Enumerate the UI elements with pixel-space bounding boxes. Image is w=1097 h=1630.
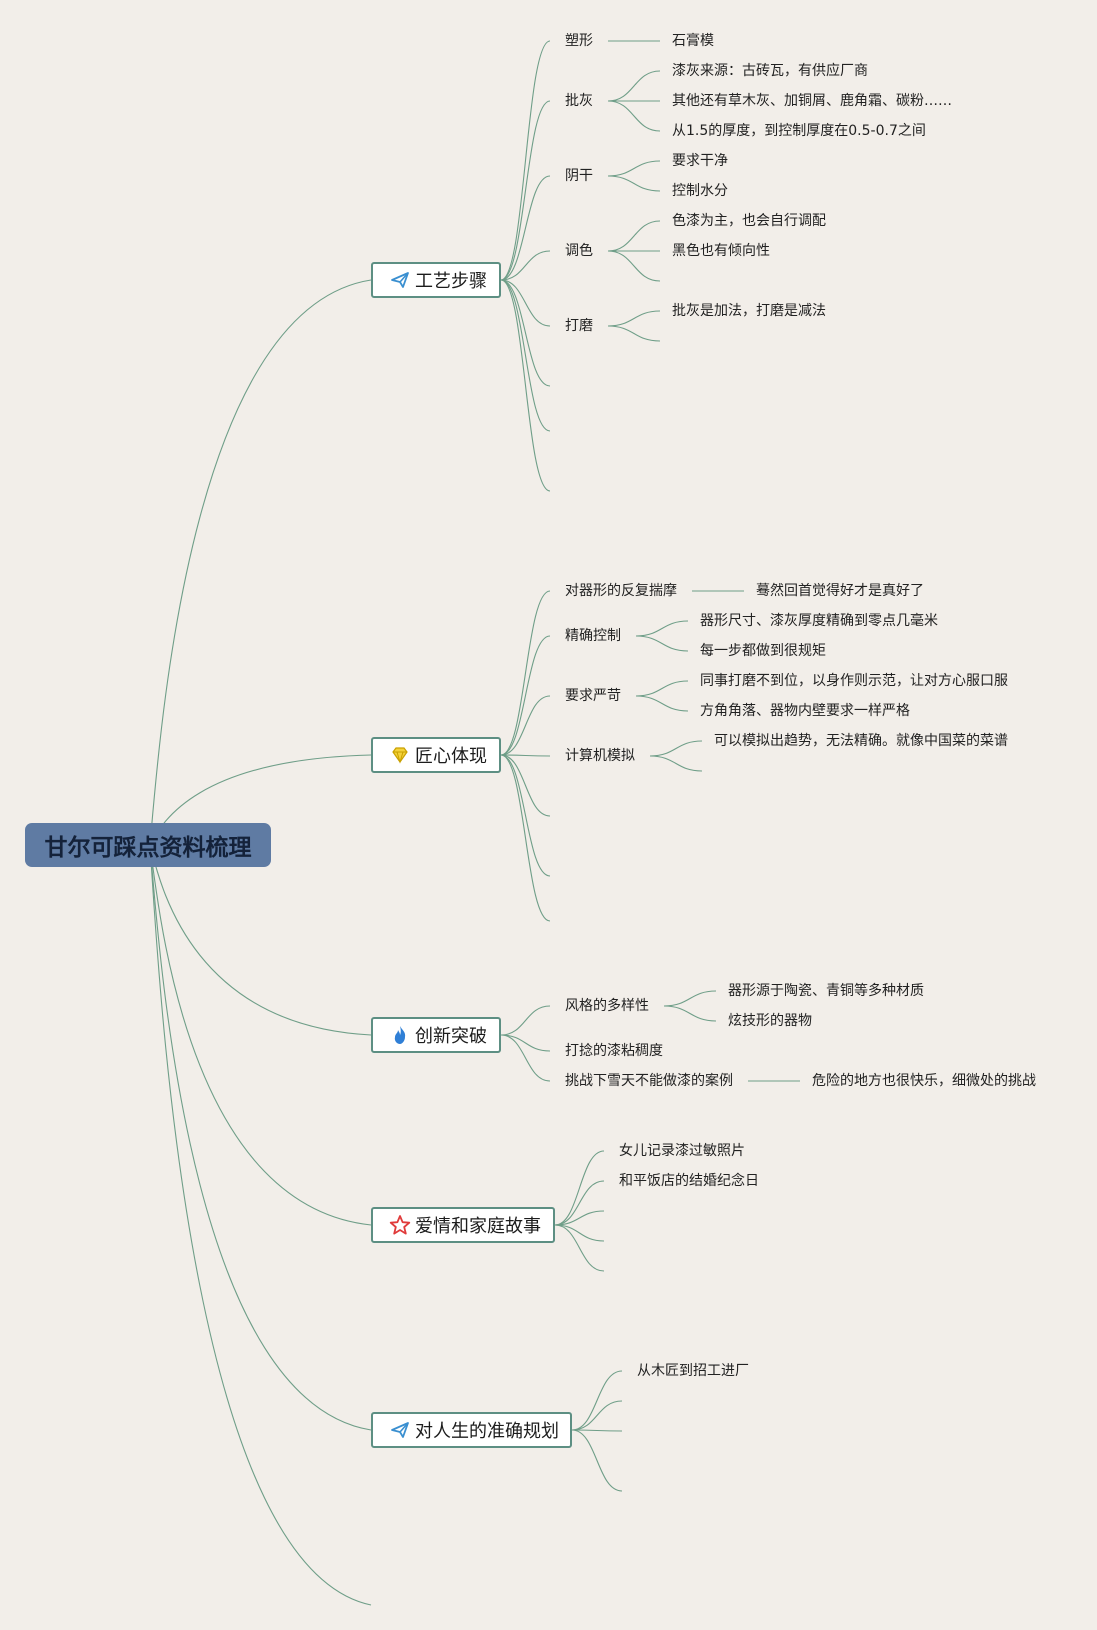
connector-line (635, 620, 689, 637)
subtopic-label[interactable]: 塑形 (565, 33, 593, 49)
connector-line (607, 160, 661, 177)
subtopic-label[interactable]: 打捻的漆粘稠度 (565, 1043, 663, 1059)
subtopic-label[interactable]: 和平饭店的结婚纪念日 (619, 1173, 759, 1189)
branch-to-subtopic (500, 590, 551, 756)
branch-node-craft-steps[interactable]: 工艺步骤 (371, 262, 501, 298)
connector-line (607, 310, 661, 327)
subtopic-label[interactable]: 要求严苛 (565, 688, 621, 704)
branch-to-subtopic (500, 754, 551, 817)
branch-to-subtopic (500, 695, 551, 756)
branch-to-subtopic (554, 1180, 605, 1226)
detail-label[interactable]: 蓦然回首觉得好才是真好了 (756, 583, 924, 599)
subtopic-label[interactable]: 对器形的反复揣摩 (565, 583, 677, 599)
detail-label[interactable]: 石膏模 (672, 33, 714, 49)
branch-label: 创新突破 (415, 1026, 487, 1047)
branch-to-subtopic (571, 1400, 623, 1431)
connector-line (607, 175, 661, 192)
branch-to-subtopic (500, 754, 551, 877)
branch-to-subtopic (500, 279, 551, 387)
detail-label[interactable]: 其他还有草木灰、加铜屑、鹿角霜、碳粉…… (672, 93, 952, 109)
branch-to-subtopic (554, 1224, 605, 1242)
subtopic-label[interactable]: 女儿记录漆过敏照片 (619, 1143, 745, 1159)
branch-node-innovation[interactable]: 创新突破 (371, 1017, 501, 1053)
connector-line (635, 635, 689, 652)
subtopic-label[interactable]: 风格的多样性 (565, 998, 649, 1014)
connector-line (635, 695, 689, 712)
branch-to-subtopic (571, 1370, 623, 1431)
connector-line (607, 70, 661, 102)
detail-label[interactable]: 器形源于陶瓷、青铜等多种材质 (728, 983, 924, 999)
paper-plane-icon (389, 269, 411, 291)
branch-to-subtopic (500, 40, 551, 281)
detail-label[interactable]: 方角角落、器物内壁要求一样严格 (700, 703, 910, 719)
connector-line (649, 755, 703, 772)
branch-label: 工艺步骤 (415, 271, 487, 292)
branch-node-family-stories[interactable]: 爱情和家庭故事 (371, 1207, 555, 1243)
subtopic-label[interactable]: 阴干 (565, 168, 593, 184)
branch-to-subtopic (554, 1224, 605, 1272)
branch-to-subtopic (500, 754, 551, 757)
connector-line (607, 220, 661, 252)
detail-label[interactable]: 黑色也有倾向性 (672, 243, 770, 259)
detail-label[interactable]: 同事打磨不到位，以身作则示范，让对方心服口服 (700, 673, 1008, 689)
root-to-branch-family (149, 844, 372, 1226)
subtopic-label[interactable]: 精确控制 (565, 628, 621, 644)
subtopic-label[interactable]: 计算机模拟 (565, 748, 635, 764)
subtopic-label[interactable]: 调色 (565, 243, 593, 259)
detail-label[interactable]: 可以模拟出趋势，无法精确。就像中国菜的菜谱 (714, 733, 1008, 749)
branch-to-subtopic (554, 1150, 605, 1226)
branch-to-subtopic (500, 1005, 551, 1036)
branch-to-subtopic (500, 279, 551, 492)
subtopic-label[interactable]: 打磨 (565, 318, 593, 334)
detail-label[interactable]: 每一步都做到很规矩 (700, 643, 826, 659)
diamond-icon (389, 744, 411, 766)
connector-line (649, 740, 703, 757)
branch-to-subtopic (571, 1429, 623, 1432)
detail-label[interactable]: 器形尺寸、漆灰厚度精确到零点几毫米 (700, 613, 938, 629)
detail-label[interactable]: 控制水分 (672, 183, 728, 199)
subtopic-label[interactable]: 从木匠到招工进厂 (637, 1363, 749, 1379)
root-to-hidden-branch (149, 844, 372, 1606)
branch-label: 对人生的准确规划 (415, 1421, 559, 1442)
branch-to-subtopic (500, 279, 551, 327)
root-to-branch-innovation (149, 844, 372, 1036)
connector-line (607, 325, 661, 342)
branch-to-subtopic (571, 1429, 623, 1492)
paper-plane-icon (389, 1419, 411, 1441)
branch-to-subtopic (500, 279, 551, 432)
root-to-branch-craft (149, 279, 372, 846)
branch-to-subtopic (500, 100, 551, 281)
connector-line (607, 100, 661, 132)
flame-icon (389, 1024, 411, 1046)
connector-line (607, 250, 661, 282)
star-icon (389, 1214, 411, 1236)
detail-label[interactable]: 从1.5的厚度，到控制厚度在0.5-0.7之间 (672, 123, 926, 139)
branch-label: 匠心体现 (415, 746, 487, 767)
detail-label[interactable]: 要求干净 (672, 153, 728, 169)
branch-to-subtopic (500, 250, 551, 281)
detail-label[interactable]: 危险的地方也很快乐，细微处的挑战 (812, 1073, 1036, 1089)
root-to-branch-life (149, 844, 372, 1431)
connector-line (663, 990, 717, 1007)
branch-node-life-planning[interactable]: 对人生的准确规划 (371, 1412, 572, 1448)
subtopic-label[interactable]: 批灰 (565, 93, 593, 109)
connector-line (663, 1005, 717, 1022)
branch-to-subtopic (500, 175, 551, 281)
branch-node-craftsmanship[interactable]: 匠心体现 (371, 737, 501, 773)
detail-label[interactable]: 炫技形的器物 (728, 1013, 812, 1029)
connector-line (635, 680, 689, 697)
branch-to-subtopic (500, 1034, 551, 1052)
branch-to-subtopic (554, 1210, 605, 1226)
branch-to-subtopic (500, 1034, 551, 1082)
root-node[interactable]: 甘尔可踩点资料梳理 (25, 823, 271, 867)
branch-to-subtopic (500, 635, 551, 756)
detail-label[interactable]: 色漆为主，也会自行调配 (672, 213, 826, 229)
detail-label[interactable]: 漆灰来源：古砖瓦，有供应厂商 (672, 63, 868, 79)
branch-label: 爱情和家庭故事 (415, 1216, 541, 1237)
subtopic-label[interactable]: 挑战下雪天不能做漆的案例 (565, 1073, 733, 1089)
detail-label[interactable]: 批灰是加法，打磨是减法 (672, 303, 826, 319)
branch-to-subtopic (500, 754, 551, 922)
